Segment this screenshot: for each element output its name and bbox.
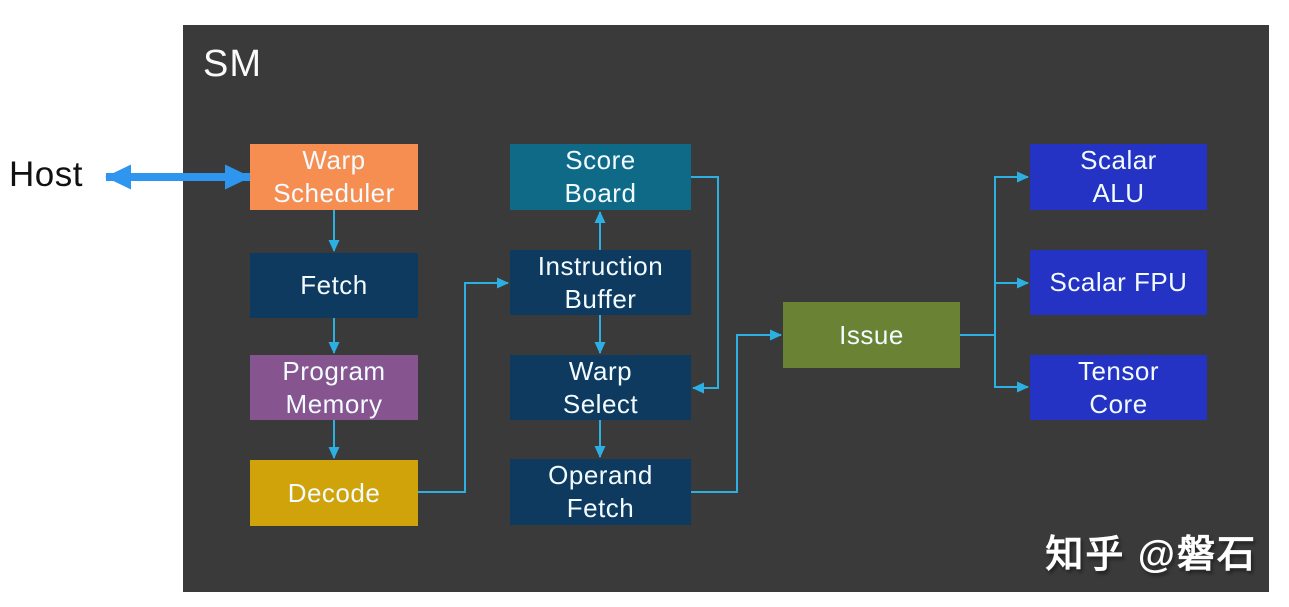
issue-label: Issue <box>839 319 904 350</box>
sm-title: SM <box>203 43 262 85</box>
tensor-core-label: Tensor <box>1077 355 1160 386</box>
score-board-label: Board <box>564 178 637 208</box>
scalar-alu-label: ALU <box>1092 178 1145 208</box>
warp-select-label: Warp <box>568 355 633 386</box>
watermark: 知乎 @磐石 <box>1045 534 1257 576</box>
scalar-fpu-box: Scalar FPU <box>1030 250 1207 315</box>
decode-box: Decode <box>250 460 418 526</box>
instruction-buffer-label: Instruction <box>537 250 664 281</box>
warp-scheduler-label: Scheduler <box>273 178 395 208</box>
scalar-fpu-label: Scalar FPU <box>1049 267 1188 297</box>
program-memory-label: Program <box>282 355 386 386</box>
tensor-core-label: Core <box>1089 388 1148 419</box>
operand-fetch-label: Operand <box>548 460 653 490</box>
decode-label: Decode <box>287 477 381 508</box>
program-memory-label: Memory <box>285 388 383 419</box>
score-board-label: Score <box>565 145 636 175</box>
operand-fetch-label: Fetch <box>566 493 635 523</box>
warp-select-label: Select <box>562 388 639 419</box>
fetch-label: Fetch <box>300 270 368 300</box>
warp-scheduler-label: Warp <box>302 145 366 175</box>
host-label: Host <box>9 155 83 194</box>
scalar-alu-label: Scalar <box>1080 145 1157 175</box>
instruction-buffer-label: Buffer <box>564 283 637 314</box>
issue-box: Issue <box>783 302 960 368</box>
fetch-box: Fetch <box>250 253 418 318</box>
